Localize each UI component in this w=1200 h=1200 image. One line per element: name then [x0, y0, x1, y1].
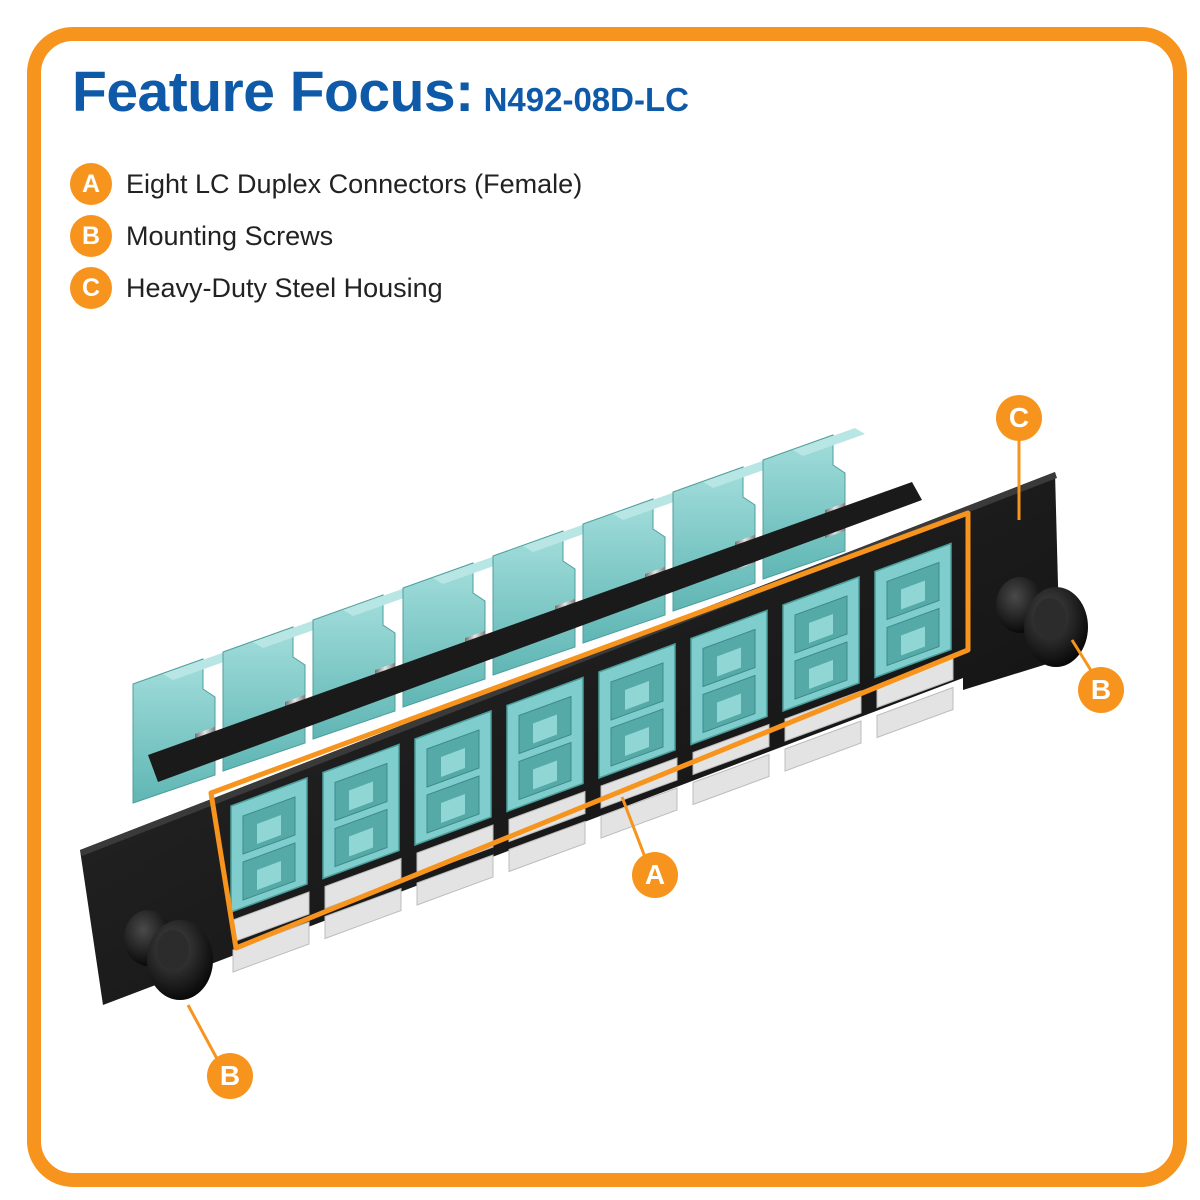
- feature-badge-c: C: [70, 267, 112, 309]
- rear-connector-body: [132, 652, 235, 804]
- mounting-screw-left: [124, 910, 213, 1000]
- lc-duplex-port: [414, 709, 494, 906]
- front-duplex-ports: [230, 542, 954, 973]
- rear-connector-body: [582, 492, 685, 644]
- feature-list: A Eight LC Duplex Connectors (Female) B …: [70, 163, 582, 319]
- callout-c: C: [996, 395, 1042, 441]
- lc-duplex-port: [690, 609, 770, 806]
- feature-label-c: Heavy-Duty Steel Housing: [126, 272, 443, 303]
- lc-duplex-port: [874, 542, 954, 739]
- lc-duplex-port: [230, 776, 310, 973]
- feature-badge-b: B: [70, 215, 112, 257]
- callout-a: A: [632, 852, 678, 898]
- feature-label-b: Mounting Screws: [126, 220, 334, 251]
- feature-label-a: Eight LC Duplex Connectors (Female): [126, 168, 583, 199]
- lc-duplex-port: [598, 642, 678, 839]
- connectors-callout-bracket: [208, 510, 971, 951]
- lc-duplex-port: [322, 743, 402, 940]
- feature-badge-a: A: [70, 163, 112, 205]
- feature-item-a: A Eight LC Duplex Connectors (Female): [70, 163, 582, 205]
- leader-line-b-right: [1070, 639, 1094, 673]
- feature-item-c: C Heavy-Duty Steel Housing: [70, 267, 582, 309]
- panel-back-edge: [148, 482, 922, 782]
- mounting-screw-right: [996, 577, 1088, 667]
- model-number: N492-08D-LC: [483, 81, 689, 118]
- callout-b-left: B: [207, 1053, 253, 1099]
- feature-item-b: B Mounting Screws: [70, 215, 582, 257]
- callout-b-right: B: [1078, 667, 1124, 713]
- lc-duplex-port: [782, 575, 862, 772]
- page-title: Feature Focus:N492-08D-LC: [72, 64, 689, 121]
- title-main: Feature Focus:: [72, 60, 474, 124]
